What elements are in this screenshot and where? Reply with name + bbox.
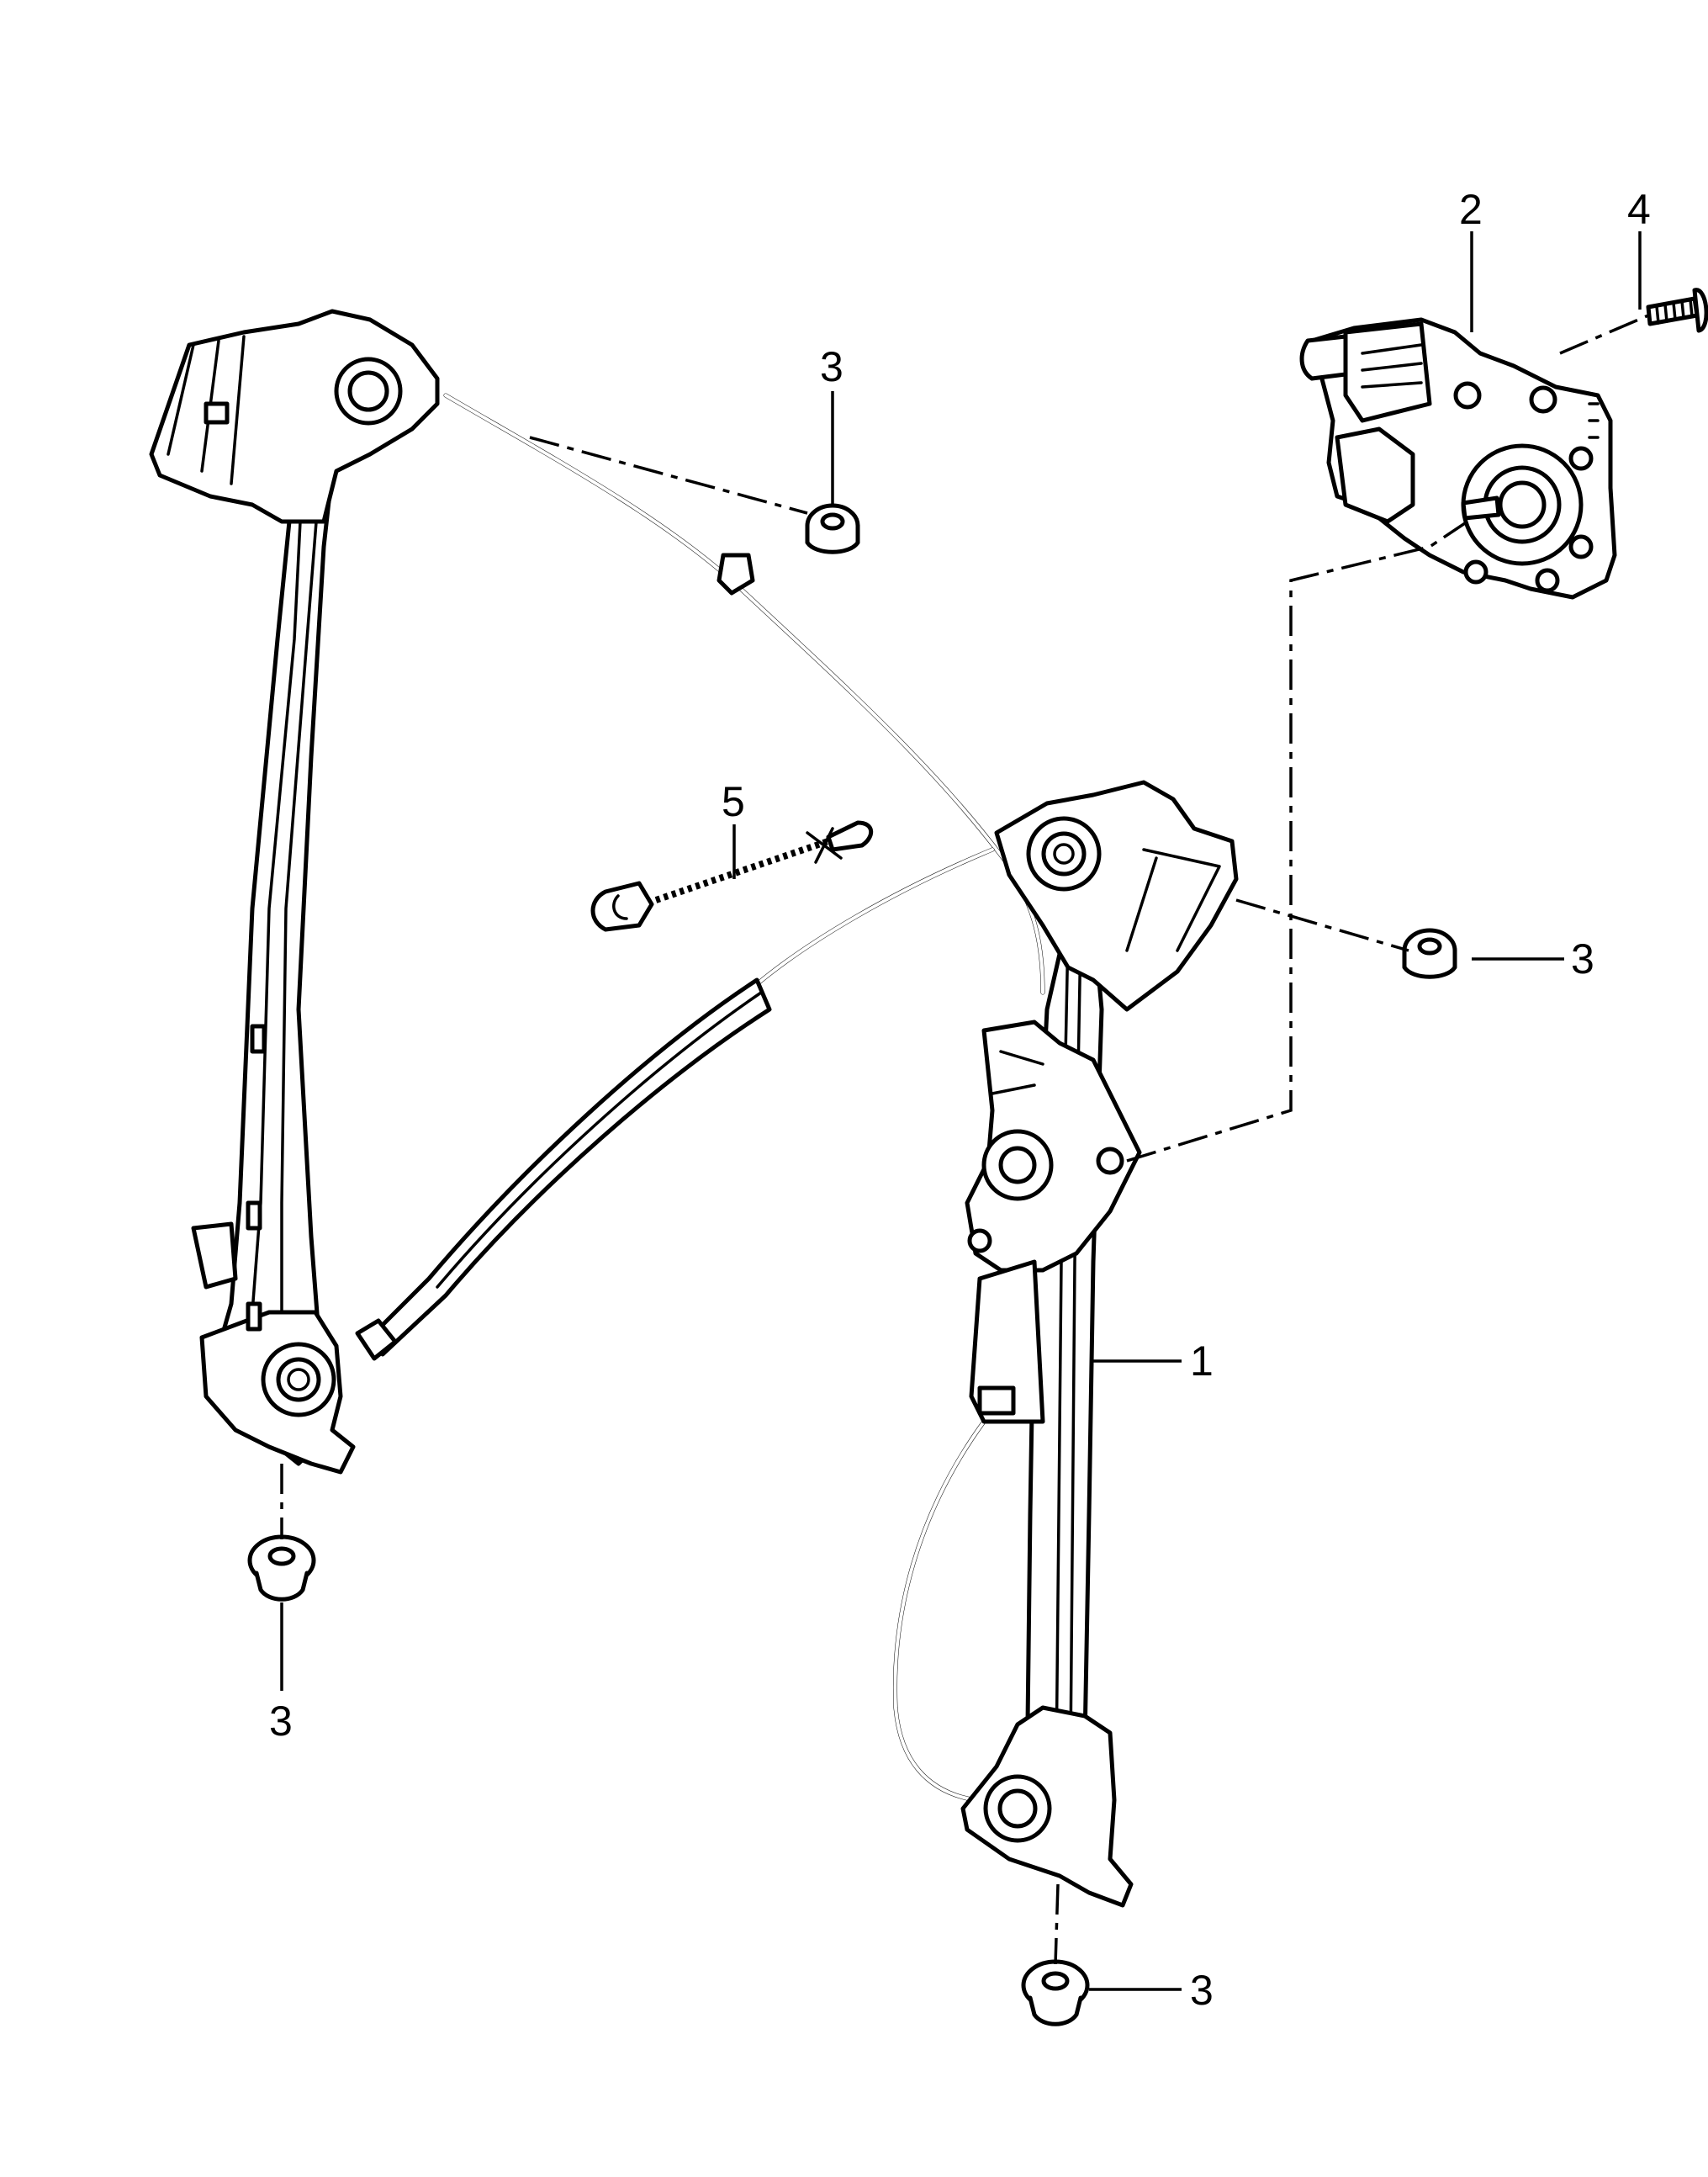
nut-bottom-left (247, 1534, 316, 1602)
callout-1: 1 (1190, 1337, 1214, 1385)
nut-bottom-right (1021, 1959, 1090, 2026)
callout-5: 5 (722, 778, 745, 825)
cable-tie (590, 820, 874, 932)
callout-3-top: 3 (820, 343, 843, 390)
nut-top (805, 503, 860, 554)
callout-4: 4 (1627, 186, 1651, 233)
regulator-cables (368, 393, 1045, 1803)
callout-3-bottom-right: 3 (1190, 1967, 1214, 2014)
window-motor (1299, 317, 1617, 600)
leader-lines (280, 231, 1642, 1991)
assembly-lines (280, 314, 1649, 1965)
callout-labels: 1 2 3 3 3 3 4 5 (269, 186, 1651, 2014)
nut-right (1402, 928, 1457, 979)
callout-2: 2 (1459, 186, 1483, 233)
bolt (1646, 288, 1708, 333)
callout-3-bottom-left: 3 (269, 1698, 293, 1745)
left-guide-rail (149, 309, 755, 1475)
window-regulator (960, 780, 1239, 1908)
callout-3-right: 3 (1571, 935, 1594, 983)
